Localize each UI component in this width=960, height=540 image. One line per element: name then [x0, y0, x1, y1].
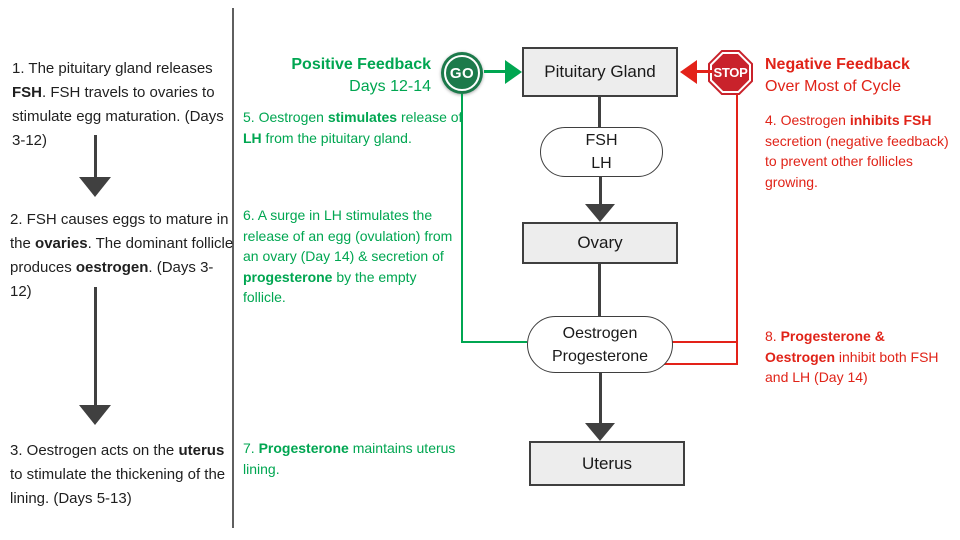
node-lh-label: LH	[591, 155, 612, 172]
arrow-shaft	[93, 135, 97, 177]
negative-feedback-subtitle: Over Most of Cycle	[765, 78, 902, 95]
negative-feedback-header: Negative Feedback Over Most of Cycle	[765, 54, 955, 98]
arrow-head	[79, 177, 111, 197]
arrow-shaft	[598, 373, 602, 423]
step-down-arrow-2	[79, 287, 111, 425]
node-fsh-lh: FSH LH	[540, 127, 663, 177]
step-2-text: 2. FSH causes eggs to mature in the ovar…	[10, 211, 234, 300]
note-5-text: 5. Oestrogen stimulates release of LH fr…	[243, 109, 463, 146]
arrow-shaft	[598, 177, 602, 204]
divider-line	[232, 8, 234, 528]
arrow-head	[585, 423, 615, 441]
node-oestrogen-progesterone: Oestrogen Progesterone	[527, 316, 673, 373]
arrow-head	[79, 405, 111, 425]
go-sign-label: GO	[449, 64, 475, 82]
negative-arrow-shaft	[696, 70, 712, 73]
note-4-text: 4. Oestrogen inhibits FSH secretion (neg…	[765, 112, 949, 190]
flow-arrow-fshlh-to-ovary	[585, 177, 615, 222]
step-3-text: 3. Oestrogen acts on the uterus to stimu…	[10, 442, 226, 507]
go-sign-ring	[444, 55, 480, 91]
stop-sign-label: STOP	[713, 65, 748, 80]
flow-line-pituitary-to-fshlh	[598, 97, 601, 127]
node-fsh-label: FSH	[585, 132, 618, 149]
positive-arrow-head	[505, 60, 522, 84]
note-8-text: 8. Progesterone & Oestrogen inhibit both…	[765, 328, 939, 385]
stop-sign-icon: STOP	[708, 50, 753, 95]
node-oestrogen-label: Oestrogen	[562, 324, 638, 342]
node-ovary: Ovary	[522, 222, 678, 264]
positive-feedback-header: Positive Feedback Days 12-14	[240, 54, 431, 98]
negative-feedback-line-vertical	[736, 94, 738, 365]
node-uterus: Uterus	[529, 441, 685, 486]
arrow-head	[585, 204, 615, 222]
node-uterus-label: Uterus	[581, 453, 633, 473]
note-7-text: 7. Progesterone maintains uterus lining.	[243, 440, 456, 477]
step-down-arrow-1	[79, 135, 111, 197]
negative-feedback-line-top	[672, 341, 738, 343]
positive-arrow-shaft	[484, 70, 507, 73]
arrow-shaft	[93, 287, 97, 405]
node-pituitary-gland-label: Pituitary Gland	[544, 62, 656, 81]
negative-arrow-head	[680, 60, 697, 84]
positive-feedback-line-horizontal	[461, 341, 527, 343]
negative-feedback-line-bottom	[661, 363, 738, 365]
flow-arrow-hormones-to-uterus	[585, 373, 615, 441]
positive-feedback-line-vertical	[461, 94, 463, 343]
negative-feedback-title: Negative Feedback	[765, 56, 910, 73]
flow-line-ovary-to-hormones	[598, 264, 601, 316]
node-ovary-label: Ovary	[577, 233, 623, 252]
node-progesterone-label: Progesterone	[551, 347, 649, 365]
stop-sign-inner	[712, 54, 749, 91]
go-sign-icon: GO	[441, 52, 483, 94]
step-1-text: 1. The pituitary gland releases FSH. FSH…	[12, 60, 224, 149]
note-6-text: 6. A surge in LH stimulates the release …	[243, 207, 453, 305]
positive-feedback-subtitle: Days 12-14	[349, 78, 431, 95]
node-pituitary-gland: Pituitary Gland	[522, 47, 678, 97]
positive-feedback-title: Positive Feedback	[291, 56, 431, 73]
